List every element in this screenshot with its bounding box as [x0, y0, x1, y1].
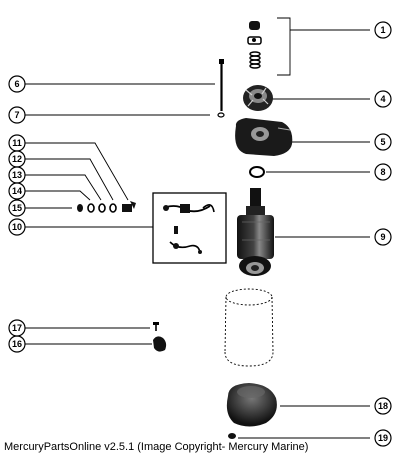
parts-11-15-small-pieces	[77, 201, 136, 213]
copyright-caption: MercuryPartsOnline v2.5.1 (Image Copyrig…	[4, 441, 309, 453]
callout-9-label: 9	[380, 232, 385, 242]
callout-4: 4	[374, 90, 392, 108]
callout-10-label: 10	[12, 222, 22, 232]
callout-8-label: 8	[380, 167, 385, 177]
callout-12-label: 12	[12, 154, 22, 164]
callout-11: 11	[8, 134, 26, 152]
callout-14: 14	[8, 182, 26, 200]
callout-18: 18	[374, 397, 392, 415]
callout-13: 13	[8, 166, 26, 184]
part-4-impeller	[243, 85, 273, 111]
filter-bowl-outline	[224, 288, 274, 367]
callout-16-label: 16	[12, 339, 22, 349]
part-1-small-parts	[247, 21, 262, 69]
callout-9: 9	[374, 228, 392, 246]
callout-6: 6	[8, 75, 26, 93]
callout-14-label: 14	[12, 186, 22, 196]
callout-6-label: 6	[14, 79, 19, 89]
callout-7: 7	[8, 106, 26, 124]
callout-13-label: 13	[12, 170, 22, 180]
callout-10: 10	[8, 218, 26, 236]
leader-lines	[25, 17, 370, 439]
callout-1: 1	[374, 21, 392, 39]
callout-12: 12	[8, 150, 26, 168]
part-16-fitting	[153, 336, 167, 352]
callout-16: 16	[8, 335, 26, 353]
part-9-pump-body	[237, 188, 274, 276]
part-10-kit-box	[152, 192, 227, 264]
part-5-pump-cover	[235, 118, 293, 156]
callout-19: 19	[374, 429, 392, 447]
callout-8: 8	[374, 163, 392, 181]
callout-4-label: 4	[380, 94, 385, 104]
callout-7-label: 7	[14, 110, 19, 120]
part-18-bowl	[226, 383, 277, 427]
part-19-plug	[228, 433, 236, 439]
callout-19-label: 19	[378, 433, 388, 443]
callout-1-label: 1	[380, 25, 385, 35]
callout-18-label: 18	[378, 401, 388, 411]
callout-5: 5	[374, 133, 392, 151]
part-7-washer	[217, 112, 225, 118]
callout-15-label: 15	[12, 203, 22, 213]
callout-15: 15	[8, 199, 26, 217]
part-8-o-ring	[249, 166, 265, 178]
callout-11-label: 11	[12, 138, 22, 148]
callout-17-label: 17	[12, 323, 22, 333]
callout-5-label: 5	[380, 137, 385, 147]
part-6-long-screw	[219, 59, 224, 111]
callout-17: 17	[8, 319, 26, 337]
part-17-screw	[153, 322, 159, 331]
